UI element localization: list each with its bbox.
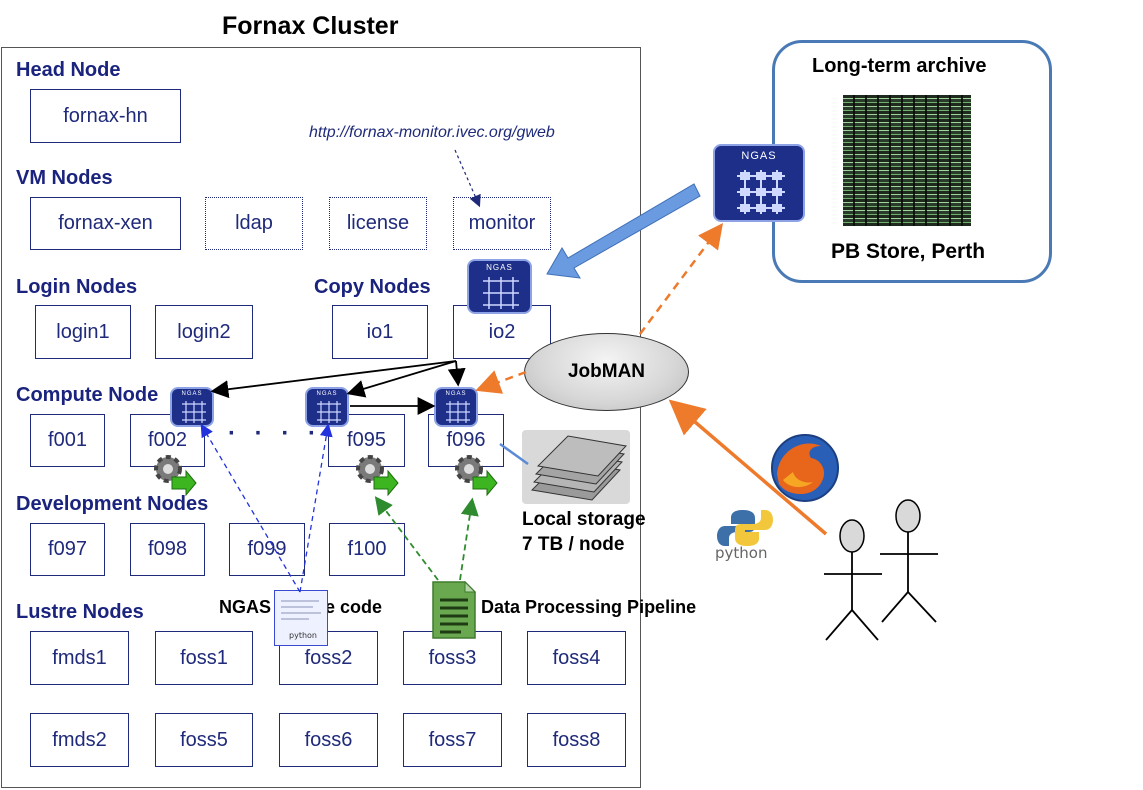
node-f100[interactable]: f100 (329, 523, 405, 576)
local-storage-capacity: 7 TB / node (522, 534, 625, 555)
ngas-icon-f002: NGAS (170, 387, 214, 427)
section-copy-nodes: Copy Nodes (314, 276, 431, 298)
node-f097[interactable]: f097 (30, 523, 105, 576)
ngas-icon-f096: NGAS (434, 387, 478, 427)
node-fornax-hn[interactable]: fornax-hn (30, 89, 181, 143)
node-foss4[interactable]: foss4 (527, 631, 626, 685)
node-io1[interactable]: io1 (332, 305, 428, 359)
archive-title: Long-term archive (812, 55, 987, 77)
node-foss5[interactable]: foss5 (155, 713, 253, 767)
ngas-icon-f095: NGAS (305, 387, 349, 427)
node-login2[interactable]: login2 (155, 305, 253, 359)
local-storage-label: Local storage (522, 509, 646, 530)
section-lustre-nodes: Lustre Nodes (16, 601, 144, 623)
node-login1[interactable]: login1 (35, 305, 131, 359)
firefox-icon (767, 430, 843, 506)
gear-icon (451, 451, 499, 499)
node-foss8[interactable]: foss8 (527, 713, 626, 767)
ngas-icon-io2: NGAS (467, 259, 532, 314)
node-f099[interactable]: f099 (229, 523, 305, 576)
python-logo-label: python (715, 544, 768, 562)
node-foss7[interactable]: foss7 (403, 713, 502, 767)
gear-icon (352, 451, 400, 499)
cluster-frame (1, 47, 641, 788)
node-monitor[interactable]: monitor (453, 197, 551, 250)
node-foss1[interactable]: foss1 (155, 631, 253, 685)
users-icon (818, 498, 948, 646)
node-ldap[interactable]: ldap (205, 197, 303, 250)
python-logo-icon: python (713, 508, 777, 566)
node-fmds1[interactable]: fmds1 (30, 631, 129, 685)
section-head-node: Head Node (16, 59, 121, 81)
svg-text:python: python (289, 631, 317, 640)
node-f001[interactable]: f001 (30, 414, 105, 467)
storage-rack-image (843, 95, 971, 226)
section-login-nodes: Login Nodes (16, 276, 138, 298)
ngas-icon-archive: NGAS (713, 144, 805, 222)
jobman-label: JobMAN (567, 361, 646, 382)
node-f098[interactable]: f098 (130, 523, 205, 576)
gear-icon (150, 451, 198, 499)
node-foss6[interactable]: foss6 (279, 713, 378, 767)
diagram-title: Fornax Cluster (222, 12, 399, 40)
pipeline-document-icon (431, 580, 477, 640)
monitor-url[interactable]: http://fornax-monitor.ivec.org/gweb (309, 124, 555, 141)
archive-store-label: PB Store, Perth (831, 240, 986, 263)
node-license[interactable]: license (329, 197, 427, 250)
source-code-document-icon: python (274, 590, 328, 646)
pipeline-label: Data Processing Pipeline (481, 597, 697, 617)
node-io2[interactable]: io2 (453, 305, 551, 359)
section-vm-nodes: VM Nodes (16, 167, 113, 189)
section-development-nodes: Development Nodes (16, 493, 209, 515)
section-compute-node: Compute Node (16, 384, 159, 406)
node-fornax-xen[interactable]: fornax-xen (30, 197, 181, 250)
compute-ellipsis: · · · · (228, 420, 322, 447)
hard-drives-image (522, 430, 630, 504)
node-fmds2[interactable]: fmds2 (30, 713, 129, 767)
